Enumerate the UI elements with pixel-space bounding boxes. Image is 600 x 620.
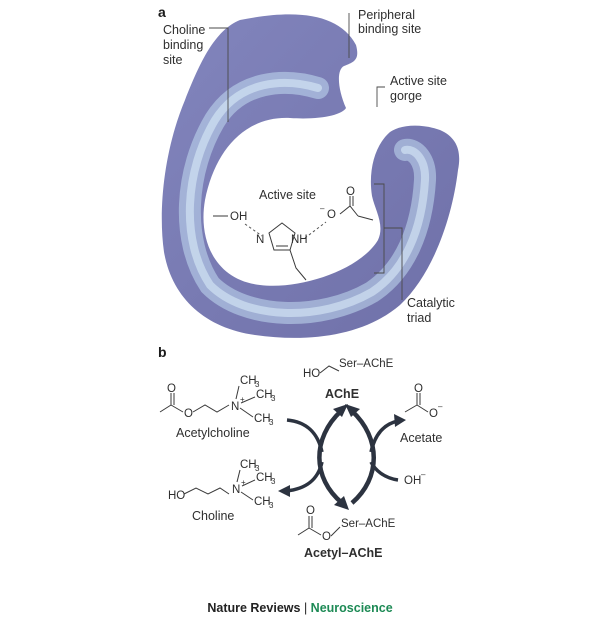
- svg-text:HO: HO: [303, 368, 320, 380]
- svg-text:Ser–AChE: Ser–AChE: [339, 358, 394, 370]
- right-arc-arrowhead: [345, 404, 360, 417]
- reaction-arrows: [278, 404, 406, 510]
- svg-text:OH: OH: [404, 475, 421, 487]
- histidine-n: N: [256, 234, 264, 246]
- svg-text:CH: CH: [240, 459, 257, 471]
- choline-structure: HO N + CH 3 CH 3 CH 3: [168, 459, 276, 510]
- svg-text:3: 3: [271, 394, 276, 403]
- left-arc-arrowhead-top: [333, 404, 348, 417]
- svg-text:binding site: binding site: [358, 22, 421, 36]
- choline-out-curve: [285, 461, 324, 493]
- enzyme-highlight-core: [185, 78, 430, 317]
- svg-text:HO: HO: [168, 490, 185, 502]
- svg-text:CH: CH: [256, 472, 273, 484]
- svg-text:binding: binding: [163, 38, 203, 52]
- svg-text:site: site: [163, 53, 183, 67]
- glutamate-o-minus: O: [327, 209, 336, 221]
- peripheral-binding-site-label: Peripheral binding site: [358, 8, 421, 36]
- svg-text:O: O: [429, 408, 438, 420]
- journal-footer: Nature Reviews | Neuroscience: [0, 601, 600, 615]
- acetate-out-arrowhead: [394, 414, 406, 427]
- ache-label: AChE: [325, 387, 359, 401]
- gorge-leader: [376, 86, 385, 107]
- choline-out-arrowhead: [278, 485, 290, 497]
- svg-text:+: +: [241, 478, 246, 487]
- journal-subject: Neuroscience: [310, 601, 393, 615]
- active-site-label: Active site: [259, 188, 316, 202]
- svg-text:CH: CH: [256, 389, 273, 401]
- choline-label: Choline: [192, 509, 234, 523]
- acetate-structure: O O –: [404, 383, 443, 420]
- hydroxide-in-curve: [369, 461, 399, 482]
- svg-text:CH: CH: [254, 413, 271, 425]
- svg-text:O: O: [414, 383, 423, 395]
- svg-text:triad: triad: [407, 311, 431, 325]
- acetyl-ache-structure: O O Ser–AChE: [297, 505, 396, 543]
- triad-bracket: [374, 183, 385, 274]
- panel-b-letter: b: [158, 344, 167, 360]
- svg-text:3: 3: [255, 380, 260, 389]
- catalytic-triad-label: Catalytic triad: [407, 296, 455, 325]
- svg-text:O: O: [167, 383, 176, 395]
- acetylcholine-in-curve: [286, 418, 324, 453]
- svg-text:Active site: Active site: [390, 74, 447, 88]
- serine-oh: OH: [230, 211, 247, 223]
- svg-text:O: O: [322, 531, 331, 543]
- ache-structure: HO Ser–AChE: [303, 358, 394, 380]
- svg-text:O: O: [306, 505, 315, 517]
- svg-text:O: O: [184, 408, 193, 420]
- svg-text:Ser–AChE: Ser–AChE: [341, 518, 396, 530]
- svg-text:gorge: gorge: [390, 89, 422, 103]
- acetyl-ache-label: Acetyl–AChE: [304, 546, 383, 560]
- glutamate-o-minus-sign: –: [320, 204, 325, 213]
- choline-binding-site-label: Choline binding site: [163, 23, 205, 67]
- svg-text:Peripheral: Peripheral: [358, 8, 415, 22]
- svg-text:N: N: [231, 401, 239, 413]
- svg-text:+: +: [240, 395, 245, 404]
- histidine-ring: [268, 222, 307, 281]
- hbond-serine-his: [244, 223, 263, 237]
- svg-text:–: –: [421, 470, 426, 479]
- left-arc-arrowhead: [334, 496, 349, 510]
- svg-text:3: 3: [271, 477, 276, 486]
- hydroxide: OH –: [404, 470, 426, 487]
- acetylcholine-structure: O O N + CH 3 CH 3 CH 3: [159, 375, 276, 427]
- svg-text:3: 3: [269, 501, 274, 510]
- catalytic-triad-leader: [384, 227, 403, 300]
- right-arc-arrow: [350, 409, 376, 505]
- histidine-nh: NH: [291, 234, 308, 246]
- enzyme-shape: [161, 14, 460, 338]
- journal-name: Nature Reviews: [207, 601, 301, 615]
- glutamate-carboxylate: [339, 196, 374, 221]
- svg-text:Catalytic: Catalytic: [407, 296, 455, 310]
- active-site-gorge-label: Active site gorge: [390, 74, 447, 103]
- svg-text:Choline: Choline: [163, 23, 205, 37]
- footer-separator: |: [303, 601, 308, 615]
- choline-site-leader: [209, 27, 229, 122]
- svg-text:3: 3: [255, 464, 260, 473]
- svg-text:CH: CH: [254, 496, 271, 508]
- hbond-his-glu: [304, 221, 327, 239]
- svg-text:CH: CH: [240, 375, 257, 387]
- acetylcholine-label: Acetylcholine: [176, 426, 250, 440]
- glutamate-o-carbonyl: O: [346, 186, 355, 198]
- left-arc-arrow: [317, 409, 344, 505]
- svg-text:3: 3: [269, 418, 274, 427]
- panel-a-letter: a: [158, 4, 166, 20]
- svg-text:–: –: [438, 402, 443, 411]
- svg-text:N: N: [232, 484, 240, 496]
- acetate-label: Acetate: [400, 431, 442, 445]
